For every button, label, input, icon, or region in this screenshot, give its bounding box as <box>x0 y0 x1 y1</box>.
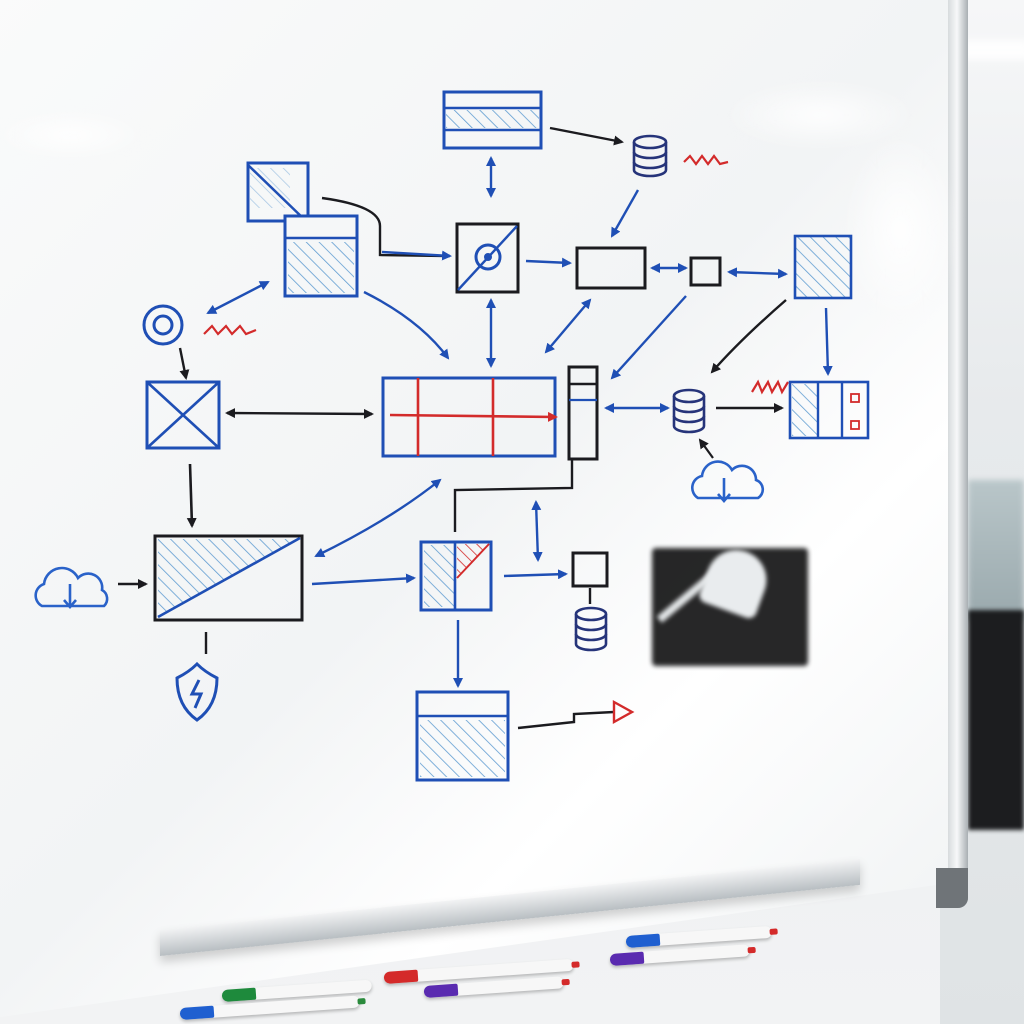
glare-reflection <box>0 110 150 160</box>
office-window <box>968 480 1024 620</box>
marker-tip <box>561 978 570 986</box>
arrow <box>610 189 640 238</box>
marker-cap <box>221 987 257 1002</box>
small-node-box <box>571 551 609 588</box>
bottom-hatched-box <box>415 690 510 782</box>
storage-box <box>283 214 359 298</box>
arrow <box>381 250 452 261</box>
split-hatched-box <box>419 540 493 612</box>
arrow <box>549 126 624 146</box>
bidirectional-arrow <box>544 298 592 354</box>
cloud-download-icon <box>691 460 765 503</box>
play-triangle-icon <box>612 699 635 725</box>
tall-column-box <box>567 365 599 461</box>
hatched-square <box>793 234 853 300</box>
scribble-mark <box>203 324 257 336</box>
top-banner-box <box>442 90 543 150</box>
marker-cap <box>609 951 645 966</box>
central-table-box <box>381 376 558 458</box>
arrow <box>822 307 833 376</box>
process-box <box>575 246 647 290</box>
curved-arrow <box>363 290 450 360</box>
arrow <box>186 463 197 528</box>
shield-icon <box>175 661 219 722</box>
marker-tip <box>571 961 580 968</box>
connector-line <box>453 460 574 532</box>
bidirectional-arrow <box>225 408 374 419</box>
arrow <box>503 569 568 580</box>
arrow <box>710 299 787 374</box>
ceiling-light <box>960 40 1024 60</box>
marker-tip <box>357 998 366 1005</box>
arrow <box>525 257 572 268</box>
bidirectional-curved-arrow <box>314 478 442 558</box>
marker-tip <box>769 928 778 935</box>
crossed-box <box>145 380 221 450</box>
arrow <box>311 573 416 586</box>
marker-cap <box>625 933 661 948</box>
connector-line <box>321 196 449 258</box>
arrow <box>178 347 190 380</box>
whiteboard-surface <box>0 0 965 1020</box>
bidirectional-arrow <box>206 280 270 315</box>
bidirectional-arrow <box>531 500 543 562</box>
glare-reflection <box>840 130 960 330</box>
marker-tip <box>747 946 756 954</box>
target-node-box <box>455 222 520 294</box>
database-icon <box>672 388 706 434</box>
whiteboard-corner-bracket <box>936 868 968 908</box>
target-circle-icon <box>142 304 184 346</box>
marker-cap <box>179 1005 215 1020</box>
connector-line <box>517 710 615 730</box>
scribble-mark <box>683 154 729 166</box>
cloud-download-icon <box>34 566 109 609</box>
scribble-mark <box>751 379 789 395</box>
marker-cap <box>423 983 459 998</box>
document-box <box>246 161 310 223</box>
segmented-box <box>788 380 870 440</box>
office-furniture <box>968 610 1024 830</box>
database-icon <box>574 606 608 652</box>
database-icon <box>632 134 668 178</box>
arrow <box>610 295 687 380</box>
bidirectional-arrow <box>727 267 788 279</box>
arrow <box>698 438 714 459</box>
marker-cap <box>383 969 419 984</box>
large-hatched-box <box>153 534 304 622</box>
small-node-box <box>689 256 722 287</box>
